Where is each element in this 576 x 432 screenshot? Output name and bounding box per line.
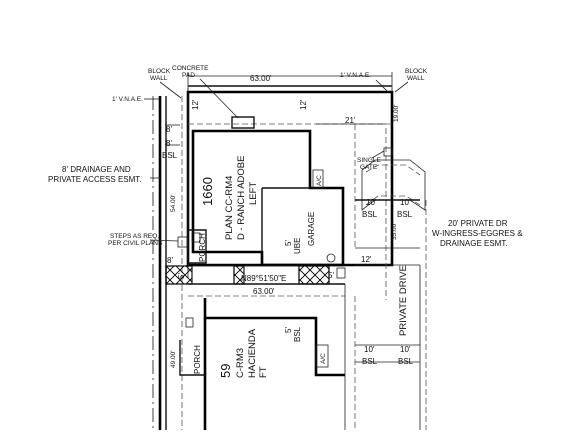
dim-top-width: 63.00' (250, 74, 272, 83)
plan-text-2: D - RANCH ADOBE (236, 156, 247, 240)
ac-label: A/C (316, 175, 323, 186)
porch-lower-label: PORCH (193, 345, 202, 374)
upper-property-line (186, 90, 394, 267)
private-dr-1: 20' PRIVATE DR (448, 219, 508, 228)
dim-63-lower: 63.00' (253, 287, 275, 296)
lot-number: 1660 (200, 177, 215, 206)
concrete-pad-label-2: PAD (182, 72, 195, 79)
bearing-label: N89°51'50"E (241, 274, 286, 283)
upper-lot (152, 72, 426, 430)
drainage-left-1: 8' DRAINAGE AND (62, 165, 131, 174)
block-wall-right-2: WALL (407, 75, 425, 82)
lower-house-footprint (203, 298, 345, 377)
steps-label-2: PER CIVIL PLANS (108, 240, 163, 247)
dim-49: 49.00' (170, 350, 177, 368)
ac-lower-label: A/C (320, 353, 327, 364)
lot-line-band (165, 253, 346, 285)
block-wall-left-1: BLOCK (148, 68, 171, 75)
dim-10-d: 10' (400, 345, 411, 354)
labels: BLOCK WALL CONCRETE PAD 63.00' 1' V.N.A.… (48, 65, 523, 378)
private-drive-label: PRIVATE DRIVE (398, 265, 409, 336)
dim-21: 21' (345, 116, 356, 125)
dim-19: 19.00' (393, 104, 400, 122)
lower-porch (179, 340, 205, 376)
dim-5-right: 5' (328, 271, 334, 280)
dim-10-a: 10' (366, 198, 377, 207)
concrete-pad (231, 116, 255, 129)
steps (177, 236, 188, 248)
bsl-b: BSL (397, 210, 413, 219)
dim-12-left: 12' (191, 99, 200, 110)
bsl-a: BSL (362, 210, 378, 219)
plan-lower-2: HACIENDA (247, 328, 258, 378)
vnae-top: 1' V.N.A.E. (340, 72, 371, 79)
plan-text-3: LEFT (248, 182, 259, 205)
dim-35: 35.00' (391, 222, 398, 240)
dim-10-b: 10' (400, 198, 411, 207)
ac-unit (312, 169, 324, 189)
dim-5-upper: 5' (284, 240, 293, 246)
block-wall-right-1: BLOCK (405, 68, 428, 75)
dim-10-c: 10' (364, 345, 375, 354)
single-gate-2: GATE (360, 164, 378, 171)
bsl-left: BSL (162, 151, 178, 160)
bsl-d: BSL (398, 357, 414, 366)
dim-5-lower: 5' (284, 327, 293, 333)
bsl-c: BSL (362, 357, 378, 366)
steps-label-1: STEPS AS REQ. (110, 233, 159, 240)
dim-12-right: 12' (299, 99, 308, 110)
lower-lot (179, 200, 427, 430)
lower-ac-unit (315, 344, 329, 368)
lot-number-lower: 59 (218, 364, 233, 378)
dim-8-lower: 8' (167, 256, 173, 265)
block-wall-left-2: WALL (150, 75, 168, 82)
drainage-left-2: PRIVATE ACCESS ESMT. (48, 175, 142, 184)
plan-text-1: PLAN CC-RM4 (224, 176, 235, 240)
single-gate (383, 147, 393, 157)
leader-lines (144, 78, 409, 242)
plan-lower-1: C-RM3 (235, 348, 246, 378)
dim-8-a: 8' (166, 125, 172, 134)
ube-label: UBE (293, 238, 302, 254)
single-gate-1: SINGLE (357, 157, 382, 164)
dim-12-lower: 12' (361, 255, 372, 264)
private-dr-3: DRAINAGE ESMT. (440, 239, 508, 248)
bsl-lower: BSL (293, 326, 302, 342)
dim-8-b: 8' (166, 139, 172, 148)
vnae-left: 1' V.N.A.E. (112, 96, 143, 103)
dim-54: 54.00' (170, 194, 177, 212)
garage-label: GARAGE (307, 212, 316, 246)
dim-5-left: 5' (177, 273, 186, 279)
plan-lower-3: FT (258, 366, 269, 378)
concrete-pad-label-1: CONCRETE (172, 65, 209, 72)
porch-top-label: PORCH (198, 233, 207, 262)
private-dr-2: W-INGRESS-EGGRES & (432, 229, 523, 238)
house-footprint (191, 129, 345, 267)
porch-outline (188, 229, 207, 264)
